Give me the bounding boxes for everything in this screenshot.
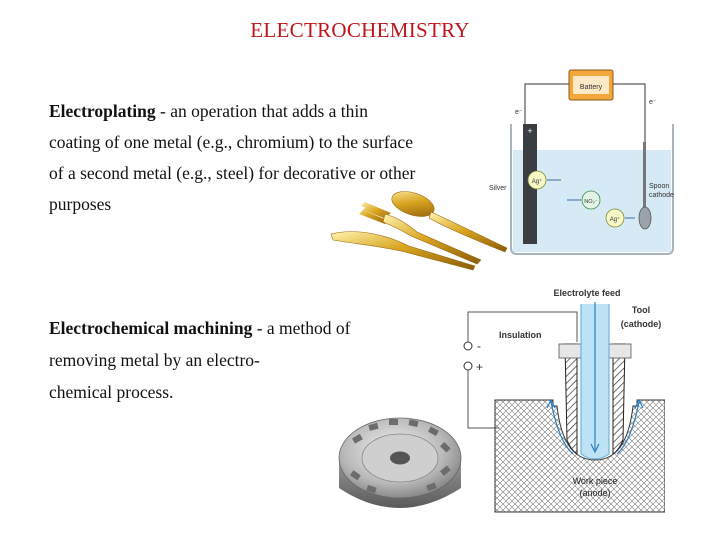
fork-shape: [359, 202, 393, 224]
machining-term: Electrochemical machining: [49, 318, 253, 338]
machining-line1: a method of: [266, 318, 351, 338]
wire-to-tool: [467, 311, 578, 342]
insulation-label: Insulation: [499, 330, 542, 340]
machining-line3: chemical process.: [49, 382, 174, 402]
part-teeth: [350, 419, 451, 494]
flow-arrowhead-right: [634, 398, 644, 409]
electroplating-paragraph: Electroplating ‐ an operation that adds …: [49, 96, 479, 220]
terminal-plus-label: +: [476, 360, 483, 374]
machining-line2: removing metal by an electro-: [49, 350, 260, 370]
spoon-cathode: [638, 206, 652, 230]
electroplating-line4: purposes: [49, 194, 112, 214]
electron-label-right: e⁻: [649, 99, 657, 106]
electroplating-separator: ‐: [160, 101, 166, 121]
spoon-bowl-shape: [391, 191, 435, 217]
part-center-hole: [390, 451, 410, 465]
wire-right: [613, 83, 646, 142]
spoon-label-2: cathode: [649, 192, 674, 199]
ion-circle-2: [581, 190, 601, 210]
fork-handle-shape: [382, 213, 482, 265]
battery-label-plate: [573, 76, 609, 94]
slide-title: ELECTROCHEMISTRY: [250, 18, 470, 42]
ecm-diagram: Electrolyte feed Tool (cathode) Insulati…: [463, 288, 665, 513]
flow-arrowhead-left: [546, 398, 556, 409]
knife-shape: [330, 231, 476, 271]
flow-arrow-left: [550, 401, 574, 455]
electroplating-diagram: Battery e⁻ e⁻ + Silver Spoon cathode Ag⁺…: [489, 69, 674, 255]
terminal-minus-label: -: [477, 339, 481, 353]
electroplating-line3: of a second metal (e.g., steel) for deco…: [49, 163, 416, 183]
electroplating-line2: coating of one metal (e.g., chromium) to…: [49, 132, 413, 152]
electrolyte-feed-label: Electrolyte feed: [553, 288, 620, 298]
spoon-handle-shape: [428, 211, 508, 253]
spoon-label-1: Spoon: [649, 183, 669, 190]
ion-circle-3: [605, 208, 625, 228]
battery-label: Battery: [580, 84, 603, 91]
machining-separator: ‐: [256, 318, 263, 338]
tool-label-2: (cathode): [621, 319, 662, 329]
flow-arrow-right: [616, 401, 640, 455]
spoon-stem: [643, 142, 646, 212]
ion-circle-1: [527, 170, 547, 190]
flow-arrowhead-down: [590, 443, 600, 454]
machined-part-image: [338, 417, 462, 508]
wire-to-workpiece: [467, 370, 499, 429]
terminal-minus: [463, 341, 473, 351]
electroplating-line1: an operation that adds a thin: [170, 101, 368, 121]
anode-plus: +: [527, 126, 532, 136]
machining-paragraph: Electrochemical machining ‐ a method of …: [49, 312, 429, 408]
ion-label-3: Ag⁺: [610, 216, 621, 223]
gold-cutlery-image: [330, 191, 508, 271]
tool-label-1: Tool: [632, 305, 650, 315]
ion-label-1: Ag⁺: [532, 178, 543, 185]
electron-label-left: e⁻: [515, 109, 523, 116]
electroplating-term: Electroplating: [49, 101, 156, 121]
workpiece-label-1: Work piece: [573, 476, 618, 486]
beaker-glass: [510, 124, 674, 255]
silver-label: Silver: [489, 185, 507, 192]
terminal-plus: [463, 361, 473, 371]
ion-label-2: NO₃⁻: [584, 199, 597, 205]
wire-left: [524, 83, 569, 134]
workpiece-label-2: (anode): [579, 488, 610, 498]
